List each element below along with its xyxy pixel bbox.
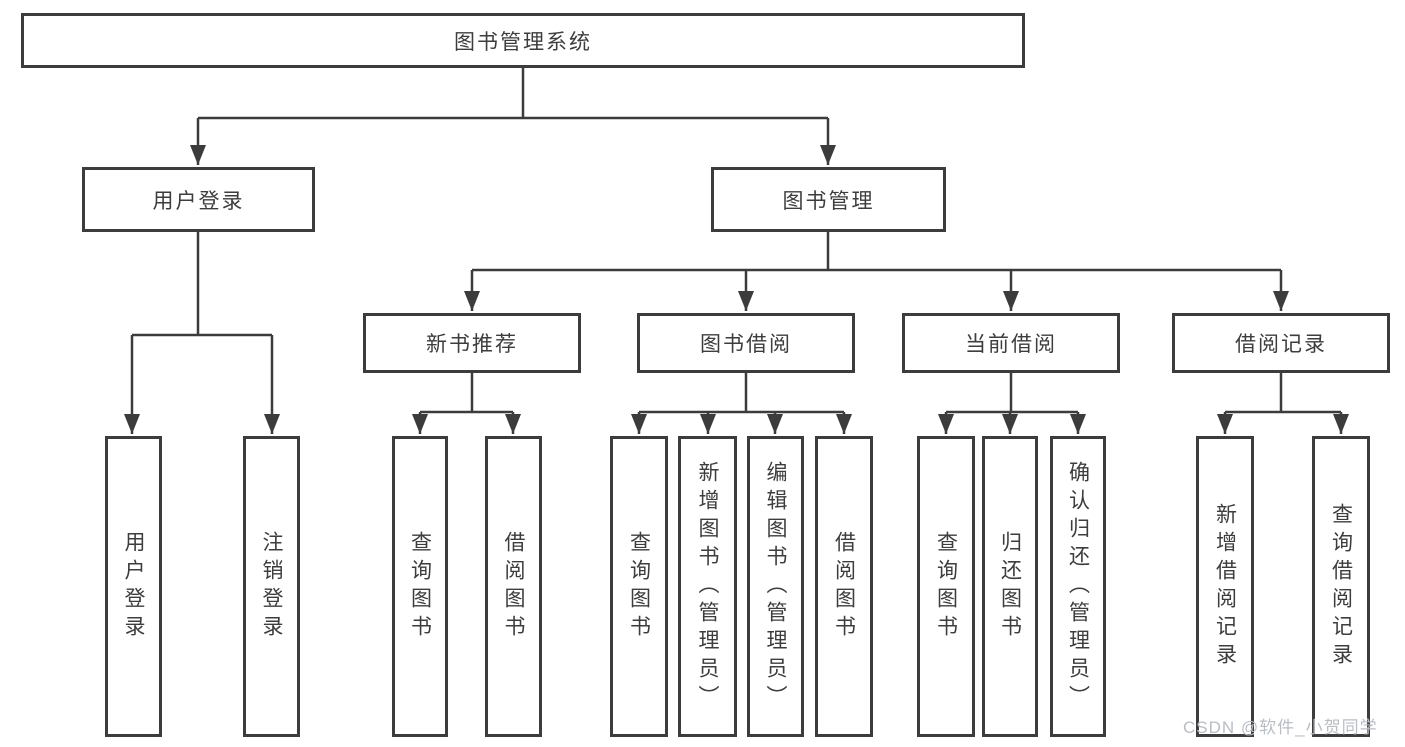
leaf-confirm-return-admin: 确认归还（管理员） <box>1050 436 1106 737</box>
node-root-library-system: 图书管理系统 <box>21 13 1025 68</box>
leaf-query-books-current: 查询图书 <box>917 436 975 737</box>
csdn-watermark: CSDN @软件_小贺同学 <box>1183 718 1378 737</box>
node-new-book-recommend: 新书推荐 <box>363 313 581 373</box>
leaf-user-login: 用户登录 <box>105 436 162 737</box>
leaf-query-borrow-record: 查询借阅记录 <box>1312 436 1370 737</box>
node-current-borrow: 当前借阅 <box>902 313 1120 373</box>
node-book-borrow: 图书借阅 <box>637 313 855 373</box>
leaf-query-books-borrow: 查询图书 <box>610 436 668 737</box>
leaf-add-borrow-record: 新增借阅记录 <box>1196 436 1254 737</box>
node-user-login: 用户登录 <box>82 167 315 232</box>
node-borrow-records: 借阅记录 <box>1172 313 1390 373</box>
node-book-management: 图书管理 <box>711 167 946 232</box>
leaf-add-books-admin: 新增图书（管理员） <box>678 436 737 737</box>
leaf-borrow-books: 借阅图书 <box>815 436 873 737</box>
leaf-return-books: 归还图书 <box>982 436 1038 737</box>
leaf-logout: 注销登录 <box>243 436 300 737</box>
leaf-query-books-recommend: 查询图书 <box>392 436 448 737</box>
leaf-edit-books-admin: 编辑图书（管理员） <box>747 436 804 737</box>
leaf-borrow-books-recommend: 借阅图书 <box>485 436 542 737</box>
